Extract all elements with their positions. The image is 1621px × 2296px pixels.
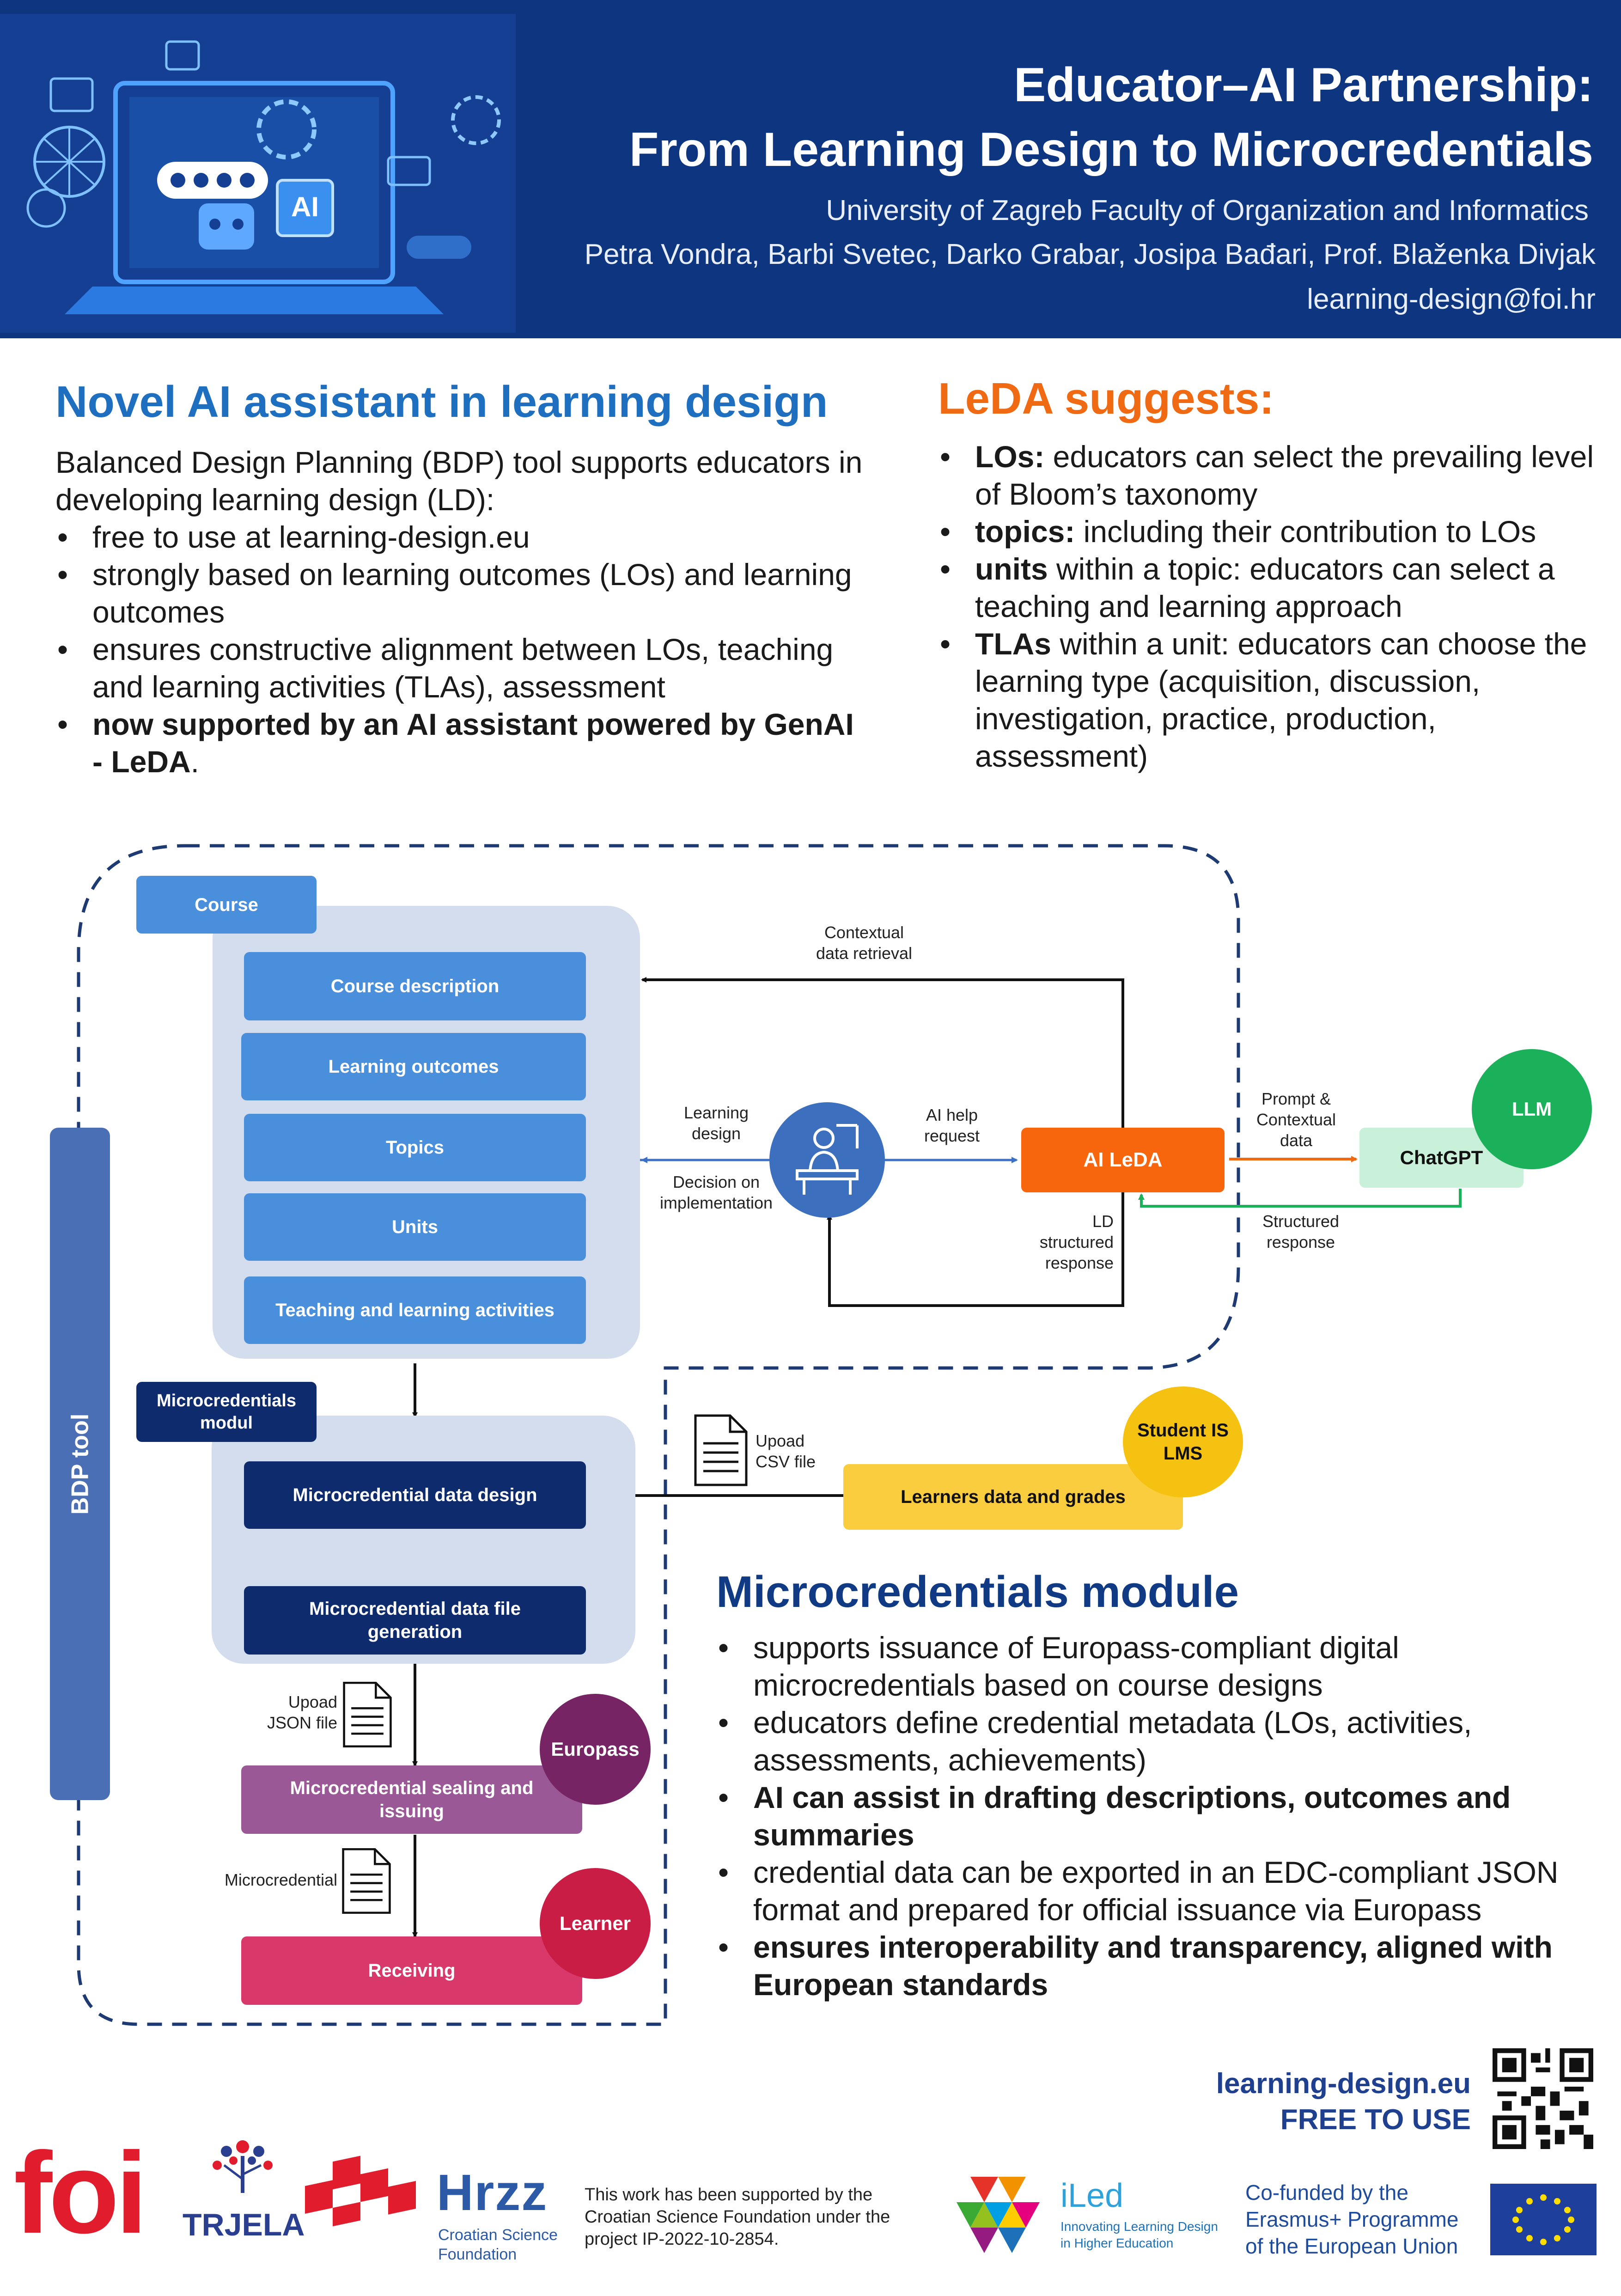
learners-data-box[interactable]: Learners data and grades: [843, 1464, 1183, 1530]
sealing-box[interactable]: Microcredential sealing and issuing: [241, 1765, 582, 1834]
leda-suggests-title: LeDA suggests:: [938, 374, 1274, 423]
upload-json-label: Upoad JSON file: [267, 1692, 337, 1732]
microcredential-label: Microcredential: [224, 1870, 337, 1889]
leda-term: TLAs: [975, 627, 1051, 661]
course-tag: Course: [136, 876, 317, 934]
student-is-badge: Student IS LMS: [1123, 1386, 1243, 1497]
leda-term: LOs:: [975, 440, 1045, 474]
course-description-box[interactable]: Course description: [244, 952, 586, 1020]
llm-badge: LLM: [1472, 1049, 1592, 1169]
trjela-logo: TRJELA: [183, 2207, 305, 2242]
iled-logo: iLed: [1060, 2177, 1124, 2214]
trjela-tree-icon: [213, 2140, 273, 2193]
ld-structured-label: LD structured response: [1039, 1212, 1114, 1272]
novel-intro: Balanced Design Planning (BDP) tool supp…: [55, 445, 863, 517]
receiving-box[interactable]: Receiving: [241, 1936, 582, 2005]
microcredential-file-icon: [342, 1848, 391, 1914]
free-to-use: FREE TO USE: [1280, 2104, 1471, 2136]
poster-title-line2: From Learning Design to Microcredentials: [629, 123, 1593, 177]
header-banner: AI Educator–AI Partnership: From Learnin…: [0, 0, 1621, 338]
novel-ai-body: Balanced Design Planning (BDP) tool supp…: [55, 444, 869, 781]
learning-outcomes-box[interactable]: Learning outcomes: [241, 1033, 586, 1100]
micro-bullet: credential data can be exported in an ED…: [716, 1854, 1585, 1929]
ai-leda-box[interactable]: AI LeDA: [1021, 1128, 1225, 1192]
micro-bullet-bold-text: AI can assist in drafting descriptions, …: [753, 1780, 1511, 1852]
contextual-retrieval-label: Contextual data retrieval: [816, 923, 913, 963]
leda-item: LOs: educators can select the prevailing…: [938, 438, 1594, 513]
json-file-icon: [343, 1681, 392, 1748]
ai-illustration-graphic: AI: [0, 14, 516, 333]
csv-file-icon: [694, 1414, 748, 1486]
iled-logo-icon: [957, 2177, 1040, 2253]
leda-text: educators can select the prevailing leve…: [975, 440, 1594, 511]
hrzz-subtitle: Croatian Science Foundation: [438, 2226, 558, 2263]
ai-illustration: AI: [0, 14, 516, 333]
micro-module-list: supports issuance of Europass-compliant …: [716, 1629, 1585, 2003]
leda-item: units within a topic: educators can sele…: [938, 550, 1594, 625]
structured-response-label: Structured response: [1262, 1212, 1340, 1252]
units-box[interactable]: Units: [244, 1193, 586, 1261]
poster-title-line1: Educator–AI Partnership:: [1013, 58, 1593, 112]
topics-box[interactable]: Topics: [244, 1114, 586, 1181]
micro-bullet-bold-text: ensures interoperability and transparenc…: [753, 1930, 1553, 2002]
prompt-label: Prompt & Contextual data: [1256, 1089, 1336, 1150]
micro-tag: Microcredentials modul: [136, 1382, 317, 1442]
hrzz-logo: Hrzz: [437, 2164, 548, 2221]
micro-data-design-box[interactable]: Microcredential data design: [244, 1461, 586, 1529]
croatia-checker-icon: [305, 2156, 416, 2227]
micro-bullet: supports issuance of Europass-compliant …: [716, 1629, 1585, 1704]
leda-item: topics: including their contribution to …: [938, 513, 1594, 550]
micro-bullet-bold: AI can assist in drafting descriptions, …: [716, 1779, 1585, 1854]
site-block: learning-design.eu FREE TO USE: [1216, 2066, 1471, 2138]
europass-badge: Europass: [540, 1694, 651, 1805]
leda-term: topics:: [975, 514, 1075, 549]
institution: University of Zagreb Faculty of Organiza…: [826, 195, 1589, 226]
novel-ai-title: Novel AI assistant in learning design: [55, 377, 828, 427]
ai-help-label: AI help request: [924, 1105, 980, 1145]
educator-icon: [769, 1102, 885, 1218]
period: .: [190, 745, 200, 779]
iled-subtitle: Innovating Learning Design in Higher Edu…: [1060, 2219, 1218, 2250]
leda-suggests-list: LOs: educators can select the prevailing…: [938, 438, 1594, 775]
decision-label: Decision on implementation: [659, 1172, 773, 1212]
micro-module-title: Microcredentials module: [716, 1567, 1239, 1617]
funding-note: This work has been supported by the Croa…: [585, 2185, 890, 2249]
novel-bullet-bold: now supported by an AI assistant powered…: [92, 707, 854, 779]
micro-file-gen-box[interactable]: Microcredential data file generation: [244, 1586, 586, 1655]
learning-design-label: Learning design: [683, 1103, 749, 1143]
novel-bullet: ensures constructive alignment between L…: [55, 631, 869, 706]
tlas-box[interactable]: Teaching and learning activities: [244, 1276, 586, 1344]
novel-bullet-leda: now supported by an AI assistant powered…: [55, 706, 869, 781]
eu-flag-icon: [1490, 2184, 1597, 2255]
foi-logo: foi: [14, 2128, 147, 2257]
micro-bullet-bold: ensures interoperability and transparenc…: [716, 1929, 1585, 2003]
cofunded-text: Co-funded by the Erasmus+ Programme of t…: [1245, 2180, 1459, 2258]
leda-text: within a unit: educators can choose the …: [975, 627, 1587, 773]
micro-bullet: educators define credential metadata (LO…: [716, 1704, 1585, 1779]
leda-item: TLAs within a unit: educators can choose…: [938, 625, 1594, 775]
leda-text: within a topic: educators can select a t…: [975, 552, 1555, 623]
leda-text: including their contribution to LOs: [1075, 514, 1536, 549]
bdp-tool-label: BDP tool: [67, 1413, 93, 1514]
contact-email[interactable]: learning-design@foi.hr: [1307, 283, 1596, 315]
site-link[interactable]: learning-design.eu: [1216, 2068, 1471, 2100]
leda-term: units: [975, 552, 1048, 586]
svg-text:AI: AI: [291, 191, 319, 222]
qr-code-icon[interactable]: [1493, 2048, 1593, 2149]
bdp-tool-bar: BDP tool: [50, 1128, 110, 1800]
novel-bullet: free to use at learning-design.eu: [55, 519, 869, 556]
upload-csv-label: Upoad CSV file: [756, 1431, 816, 1471]
bdp-boundary: [77, 844, 1240, 2026]
novel-bullet: strongly based on learning outcomes (LOs…: [55, 556, 869, 631]
learner-badge: Learner: [540, 1868, 651, 1979]
authors: Petra Vondra, Barbi Svetec, Darko Grabar…: [584, 238, 1596, 270]
